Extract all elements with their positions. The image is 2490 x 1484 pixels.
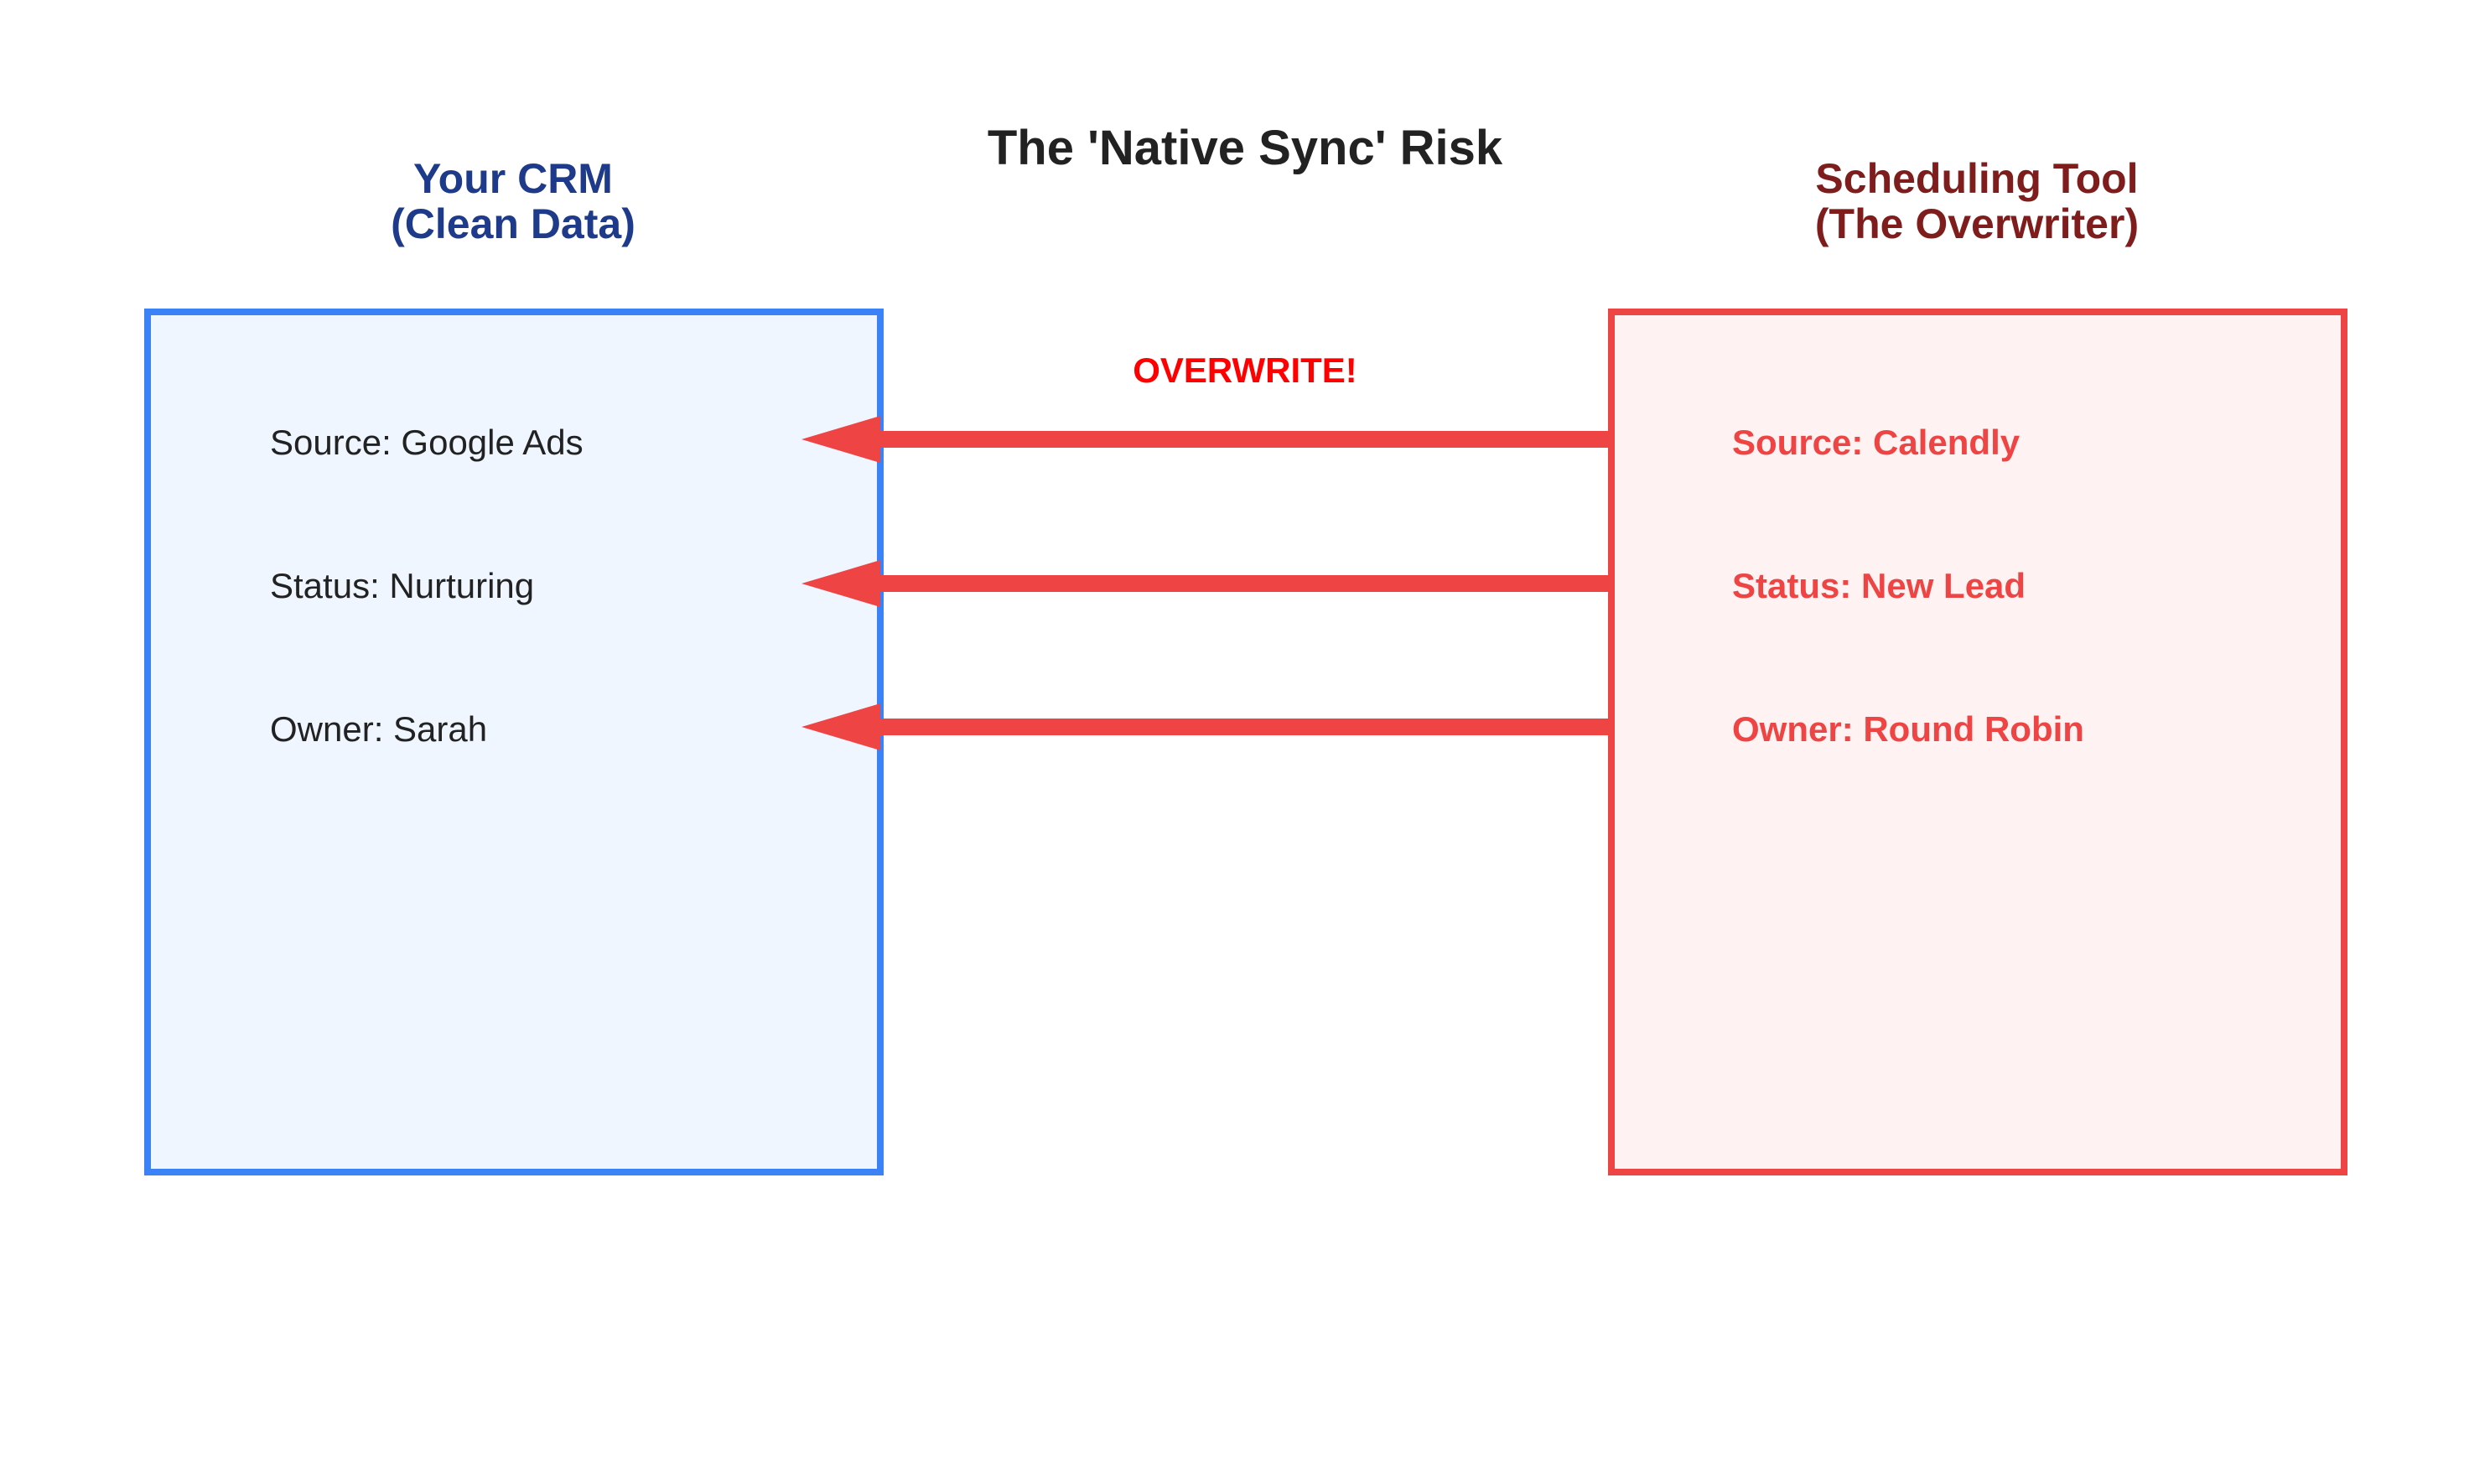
tool-field-source: Source: Calendly: [1732, 423, 2021, 462]
tool-field-owner: Owner: Round Robin: [1732, 709, 2084, 749]
tool-field-status: Status: New Lead: [1732, 566, 2026, 605]
arrow-shaft: [872, 431, 1611, 448]
overwrite-arrow-owner: [801, 703, 1611, 750]
crm-field-status: Status: Nurturing: [270, 566, 534, 605]
overwrite-arrow-source: [801, 416, 1611, 463]
arrow-head-icon: [801, 703, 880, 750]
crm-heading-line1: Your CRM: [413, 155, 613, 202]
arrow-head-icon: [801, 416, 880, 463]
crm-box: [144, 309, 884, 1175]
tool-box: [1608, 309, 2347, 1175]
tool-heading-line1: Scheduling Tool: [1815, 155, 2138, 202]
crm-field-owner: Owner: Sarah: [270, 709, 487, 749]
overwrite-label: OVERWRITE!: [1133, 350, 1357, 390]
diagram-title: The 'Native Sync' Risk: [988, 121, 1503, 175]
tool-heading-line2: (The Overwriter): [1815, 200, 2139, 247]
crm-field-source: Source: Google Ads: [270, 423, 584, 462]
arrow-shaft: [872, 719, 1611, 735]
arrow-head-icon: [801, 560, 880, 607]
crm-heading-line2: (Clean Data): [391, 200, 635, 247]
arrow-shaft: [872, 575, 1611, 592]
overwrite-arrow-status: [801, 560, 1611, 607]
